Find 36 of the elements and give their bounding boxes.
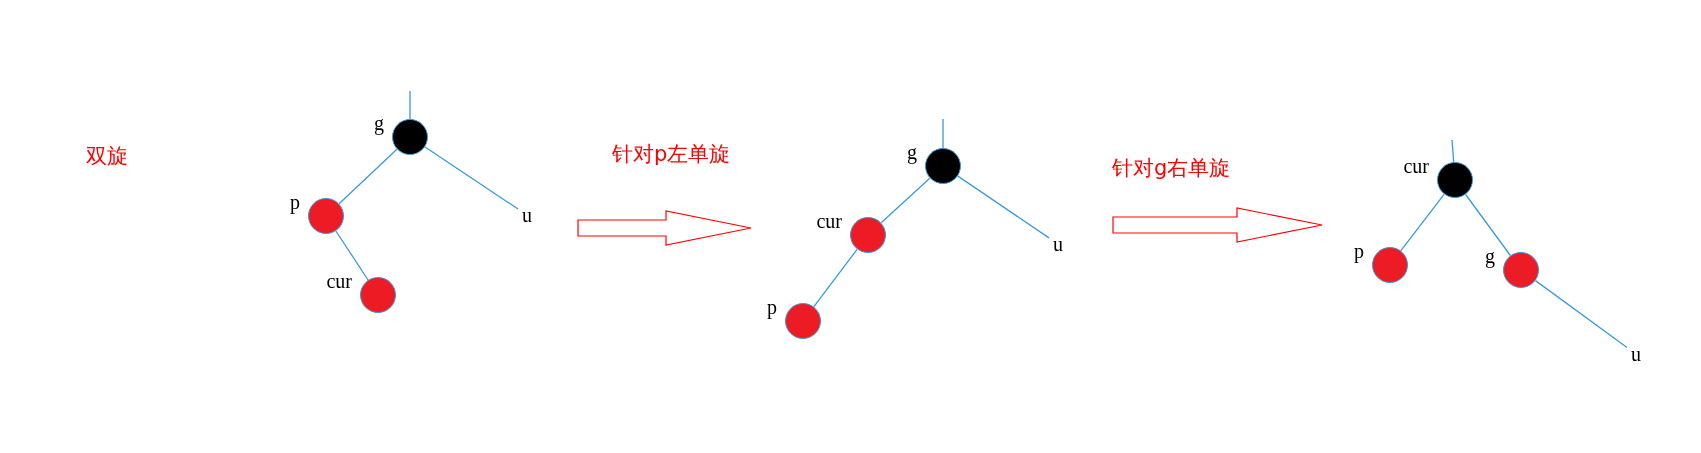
node-label: u [1053, 234, 1063, 254]
tree-node-circle [1437, 162, 1473, 198]
tree-node-circle [360, 277, 396, 313]
tree-edge [338, 148, 398, 205]
node-name: p [767, 297, 777, 317]
tree-edge [942, 118, 944, 149]
tree-node-circle [308, 198, 344, 234]
tree-node-circle [392, 119, 428, 155]
node-name: p [1354, 241, 1364, 261]
caption-text: 针对p左单旋 [612, 144, 731, 165]
tree-node-circle [785, 303, 821, 339]
tree-edge [424, 146, 519, 210]
tree-edge [957, 175, 1050, 239]
node-name: g [1485, 246, 1495, 266]
tree-edge [813, 248, 858, 308]
caption-text: 双旋 [86, 146, 128, 167]
tree-node-circle [1372, 247, 1408, 283]
tree-edge [880, 177, 931, 224]
node-name: cur [326, 271, 352, 291]
tree-edge [1464, 193, 1512, 257]
node-name: g [907, 142, 917, 162]
node-name: cur [1403, 156, 1429, 176]
tree-node-circle [925, 148, 961, 184]
node-name: p [290, 192, 300, 212]
node-label: u [1631, 344, 1641, 364]
tree-edge [1451, 139, 1455, 163]
tree-edge [409, 90, 411, 120]
tree-edge [1400, 193, 1445, 252]
node-name: g [374, 113, 384, 133]
tree-edge [1534, 279, 1628, 349]
node-name: cur [816, 211, 842, 231]
caption-text: 针对g右单旋 [1112, 158, 1231, 179]
tree-edge [335, 230, 369, 281]
tree-node-circle [1503, 252, 1539, 288]
node-label: u [522, 205, 532, 225]
tree-node-circle [850, 217, 886, 253]
